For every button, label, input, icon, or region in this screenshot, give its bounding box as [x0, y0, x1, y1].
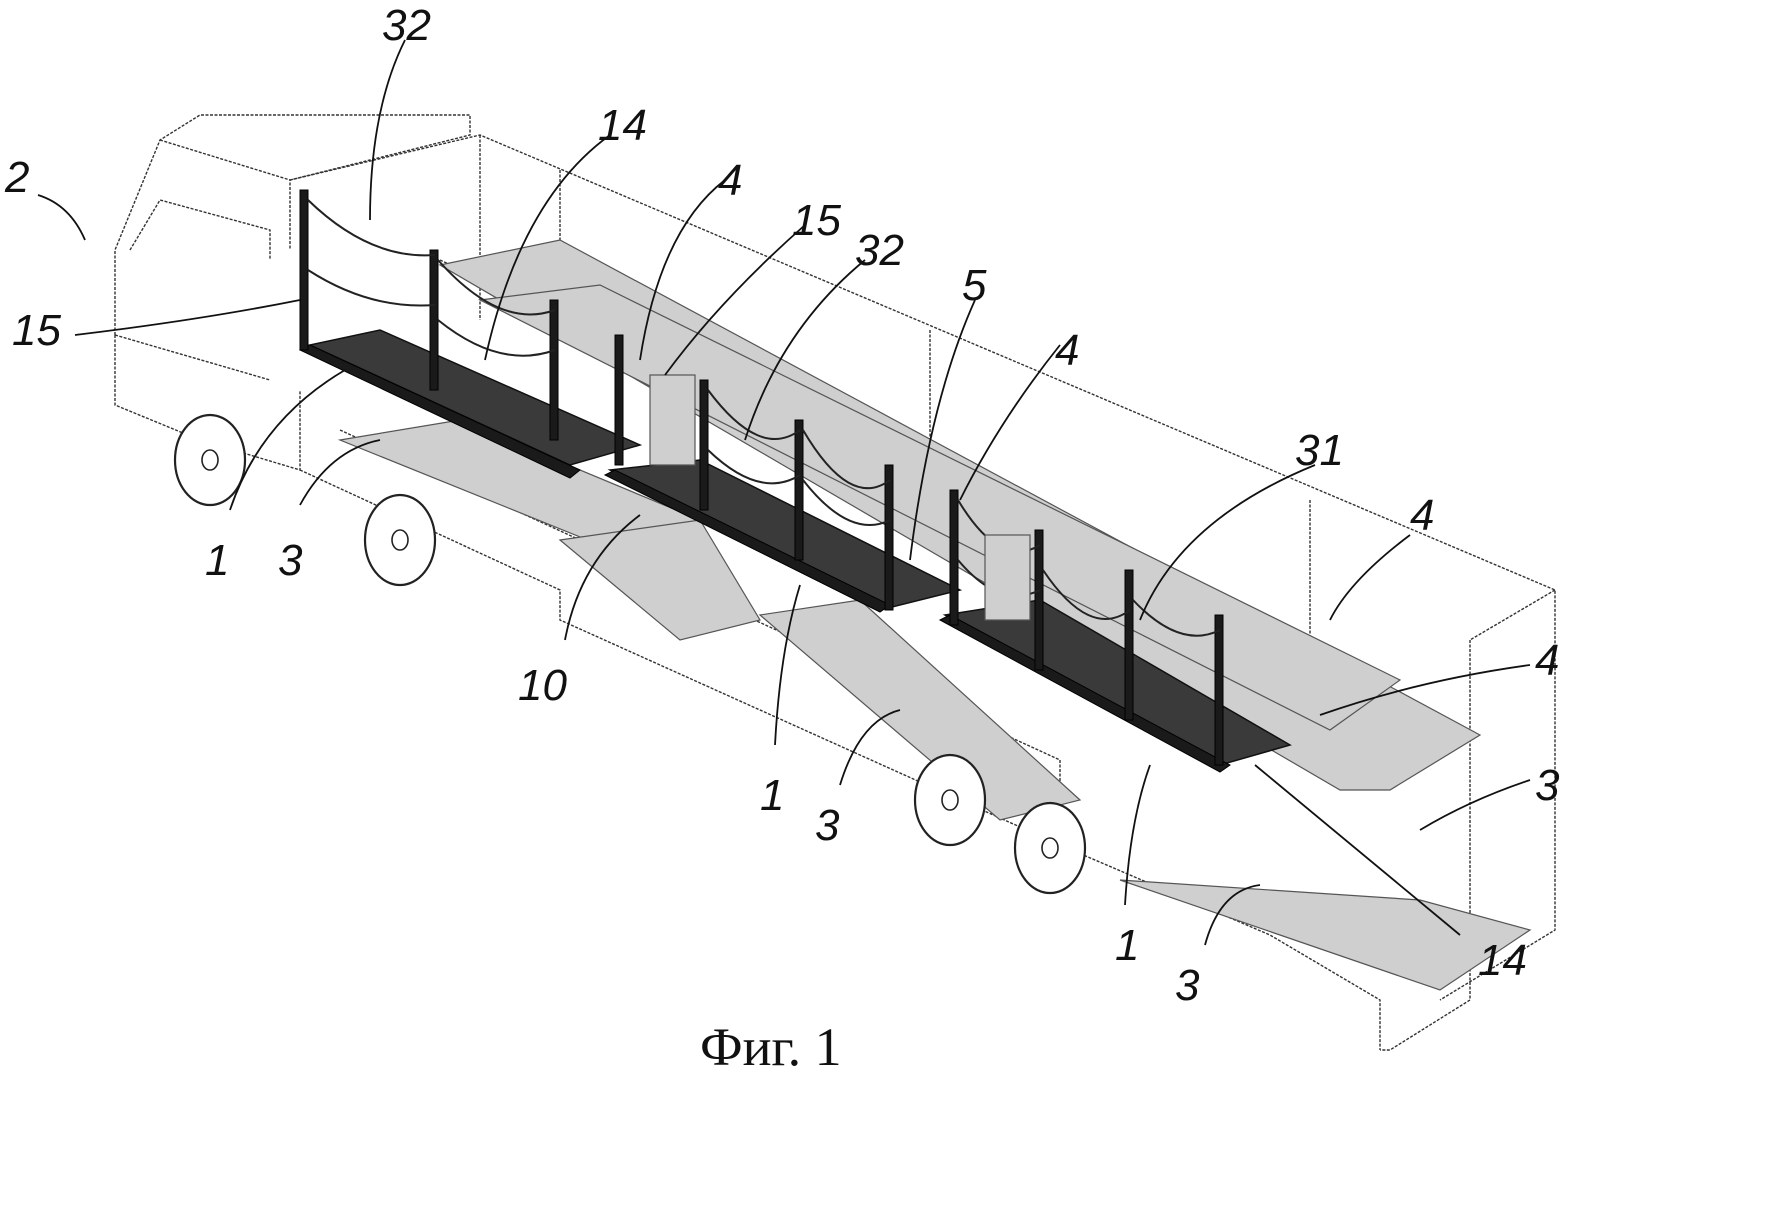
label-2: 2 [4, 153, 29, 202]
label-15-left: 15 [12, 306, 61, 355]
label-14-bottom: 14 [1478, 936, 1527, 985]
figure-caption: Фиг. 1 [700, 1017, 842, 1077]
label-14-top: 14 [598, 101, 647, 150]
label-32-b: 32 [855, 226, 904, 275]
label-1-c: 1 [1115, 921, 1139, 970]
loading-platform-rear [938, 489, 1292, 773]
label-3-right: 3 [1535, 761, 1560, 810]
reference-numerals: 2 32 14 4 15 32 5 4 15 31 4 4 3 1 3 10 1… [4, 1, 1560, 1010]
label-3-b: 3 [815, 801, 840, 850]
leader-lines [37, 39, 1531, 946]
label-31: 31 [1295, 426, 1344, 475]
wheels [173, 413, 1087, 895]
truck-cab [114, 114, 471, 471]
label-4-right-b: 4 [1535, 636, 1559, 685]
label-5: 5 [962, 261, 987, 310]
loading-platform-front [298, 189, 643, 479]
label-4-top: 4 [718, 156, 742, 205]
label-10: 10 [518, 661, 567, 710]
lower-decks [337, 419, 1532, 991]
label-3-a: 3 [278, 536, 303, 585]
label-15-top: 15 [792, 196, 841, 245]
label-1-b: 1 [760, 771, 784, 820]
label-4-mid: 4 [1055, 326, 1079, 375]
label-32-a: 32 [382, 1, 431, 50]
loading-platform-middle [603, 374, 963, 613]
label-3-c: 3 [1175, 961, 1200, 1010]
label-1-a: 1 [205, 536, 229, 585]
label-4-right-a: 4 [1410, 491, 1434, 540]
